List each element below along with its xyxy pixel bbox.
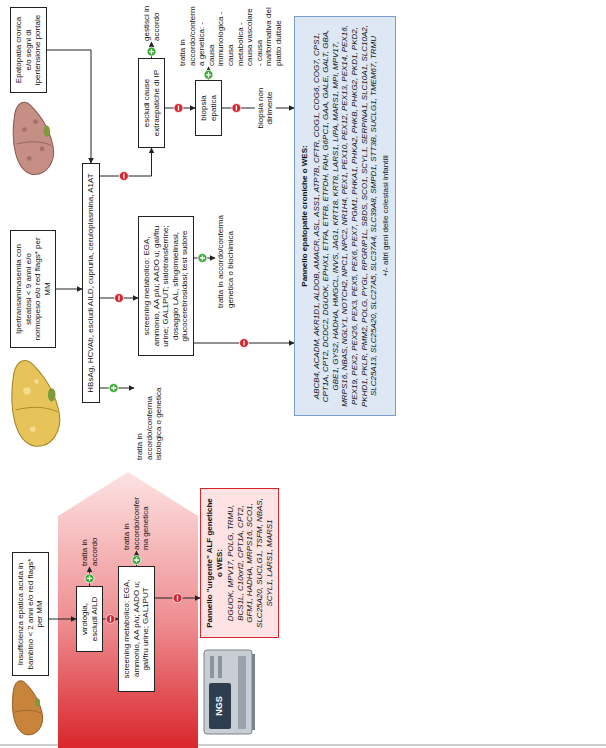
sign-glyph xyxy=(118,295,119,300)
liver-illustration xyxy=(12,681,42,735)
start-box: Insufficienza epatica acuta in bambino <… xyxy=(12,552,49,676)
sign-glyph xyxy=(177,595,178,600)
liver-illustration xyxy=(12,361,60,447)
outcome-label: tratta in accordo/conferma istologica o … xyxy=(135,370,164,460)
node-text: biopsia epatica xyxy=(199,85,218,131)
sign-glyph xyxy=(134,557,139,562)
outcome-label: tratta in accordo/conferma genetica: - c… xyxy=(178,4,284,66)
liver-illustration xyxy=(13,102,53,174)
minus-sign xyxy=(174,104,183,113)
sign-glyph xyxy=(123,173,124,178)
sign-glyph xyxy=(243,340,244,345)
panel-heading: Pannello "urgente" ALF genetiche o WES: xyxy=(205,495,224,631)
sign-circle xyxy=(232,104,241,113)
start-box: Ipertransaminasemia con steatosi < 9 ann… xyxy=(10,230,56,348)
sign-circle xyxy=(132,556,141,565)
plus-sign xyxy=(204,70,213,79)
minus-sign xyxy=(232,104,241,113)
process-box: virologia, escludi AILD xyxy=(76,586,103,652)
node-text: escludi cause extraepatiche di IP xyxy=(142,63,161,143)
node-text: screening metabolico: EGA, ammonio, AA p… xyxy=(122,571,151,687)
gene-list: DGUOK, MPV17, POLG, TRMU, BCS1L, C10orf2… xyxy=(226,495,274,631)
outcome-label: tratta in accordo/conferma genetica xyxy=(122,494,151,550)
sign-glyph xyxy=(110,616,111,621)
sign-glyph xyxy=(178,105,179,110)
sign-circle xyxy=(85,574,94,583)
sign-circle xyxy=(109,384,118,393)
sign-circle xyxy=(174,104,183,113)
panel-note: +/- altri geni delle colestasi infantili xyxy=(381,25,391,407)
process-box: screening metabolico: EGA, ammonio, AA p… xyxy=(138,216,194,356)
flow-connector xyxy=(56,289,82,290)
sign-circle xyxy=(240,339,249,348)
process-box: HBsAg, HCVAb, escludi AILD, cupruria, ce… xyxy=(82,163,100,403)
sign-circle xyxy=(173,594,182,603)
start-box: Epatopatia cronica e/o segni di ipertens… xyxy=(10,7,47,93)
minus-sign xyxy=(119,172,128,181)
node-text: Insufficienza epatica acuta in bambino <… xyxy=(16,557,45,671)
outcome-label: gestisci in accordo xyxy=(142,3,161,41)
sign-glyph xyxy=(206,72,211,77)
minus-sign xyxy=(106,615,115,624)
node-text: HBsAg, HCVAb, escludi AILD, cupruria, ce… xyxy=(86,168,96,398)
process-box: biopsia epatica xyxy=(195,80,222,136)
connector-label: biopsia non dirimente xyxy=(255,81,275,135)
sign-circle xyxy=(119,172,128,181)
minus-sign xyxy=(115,294,124,303)
node-text: Ipertransaminasemia con steatosi < 9 ann… xyxy=(14,235,52,343)
sign-circle xyxy=(204,70,213,79)
sign-glyph xyxy=(111,385,116,390)
sign-glyph xyxy=(200,255,205,260)
device-label: NGS xyxy=(214,683,225,729)
process-box: screening metabolico: EGA, ammonio, AA p… xyxy=(118,566,155,692)
plus-sign xyxy=(147,47,156,56)
plus-sign xyxy=(132,556,141,565)
minus-sign xyxy=(173,594,182,603)
sign-glyph xyxy=(236,105,237,110)
gene-list: ABCB4, ACADM, AKR1D1, ALDOB, AMACR, ASL,… xyxy=(312,25,379,407)
process-box: escludi cause extraepatiche di IP xyxy=(138,58,165,148)
node-text: virologia, escludi AILD xyxy=(80,591,99,647)
flow-connector xyxy=(49,619,76,620)
node-text: screening metabolico: EGA, ammonio, AA p… xyxy=(142,221,190,351)
sign-glyph xyxy=(87,576,92,581)
sign-circle xyxy=(106,615,115,624)
plus-sign xyxy=(109,384,118,393)
urgent-band xyxy=(58,472,198,748)
node-text: Epatopatia cronica e/o segni di ipertens… xyxy=(14,12,43,88)
outcome-label: tratta in accordo xyxy=(80,516,99,566)
gene-panel-box: Pannello "urgente" ALF genetiche o WES:D… xyxy=(200,488,279,638)
sign-circle xyxy=(147,47,156,56)
sign-circle xyxy=(198,254,207,263)
gene-panel-box: Pannello epatopatie croniche o WES:ABCB4… xyxy=(294,16,396,416)
sign-circle xyxy=(115,294,124,303)
sign-glyph xyxy=(149,49,154,54)
outcome-label: tratta in accordo/conferma genetica o bi… xyxy=(216,208,235,308)
flow-connector xyxy=(47,50,91,163)
plus-sign xyxy=(198,254,207,263)
ngs-machine xyxy=(204,650,255,734)
minus-sign xyxy=(240,339,249,348)
panel-heading: Pannello epatopatie croniche o WES: xyxy=(300,25,310,407)
plus-sign xyxy=(85,574,94,583)
